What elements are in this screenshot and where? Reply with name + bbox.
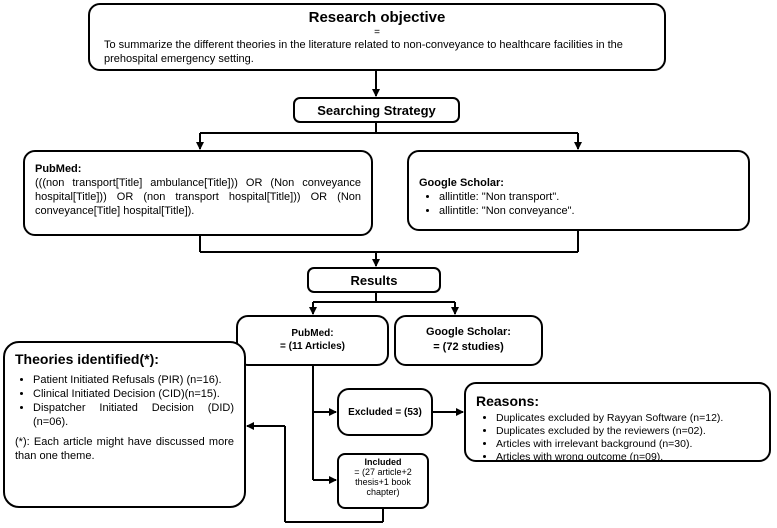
results-title: Results (350, 272, 398, 288)
pubmed-query-text: (((non transport[Title] ambulance[Title]… (35, 177, 361, 217)
reason-item: Duplicates excluded by the reviewers (n=… (496, 425, 759, 438)
pubmed-query-box: PubMed: (((non transport[Title] ambulanc… (23, 150, 373, 236)
scholar-result-value: = (72 studies) (433, 341, 504, 353)
scholar-query-item: allintitle: "Non transport". (439, 190, 738, 204)
theory-item: Dispatcher Initiated Decision (DID) (n=0… (33, 401, 234, 429)
included-box: Included = (27 article+2 thesis+1 book c… (337, 453, 429, 509)
objective-equals: = (374, 27, 380, 38)
searching-strategy-box: Searching Strategy (293, 97, 460, 123)
theory-item: Clinical Initiated Decision (CID)(n=15). (33, 387, 234, 401)
scholar-result-title: Google Scholar: (426, 326, 511, 338)
results-box: Results (307, 267, 441, 293)
included-text: = (27 article+2 thesis+1 book chapter) (354, 467, 412, 497)
theories-identified-box: Theories identified(*): Patient Initiate… (3, 341, 246, 508)
scholar-query-title: Google Scholar: (419, 177, 504, 189)
research-objective-box: Research objective = To summarize the di… (88, 3, 666, 71)
google-scholar-query-box: Google Scholar: allintitle: "Non transpo… (407, 150, 750, 231)
reasons-title: Reasons: (476, 393, 540, 409)
pubmed-result-value: = (11 Articles) (280, 341, 345, 352)
google-scholar-result-box: Google Scholar: = (72 studies) (394, 315, 543, 366)
objective-text: To summarize the different theories in t… (104, 39, 623, 65)
reason-item: Articles with irrelevant background (n=3… (496, 438, 759, 451)
pubmed-result-box: PubMed: = (11 Articles) (236, 315, 389, 366)
included-title: Included (364, 457, 402, 467)
excluded-text: Excluded = (53) (348, 406, 422, 418)
strategy-title: Searching Strategy (317, 102, 436, 118)
pubmed-query-title: PubMed: (35, 163, 82, 175)
reason-item: Duplicates excluded by Rayyan Software (… (496, 412, 759, 425)
theory-item: Patient Initiated Refusals (PIR) (n=16). (33, 373, 234, 387)
scholar-query-item: allintitle: "Non conveyance". (439, 204, 738, 218)
theories-title: Theories identified(*): (15, 351, 159, 367)
objective-title: Research objective (308, 9, 446, 26)
excluded-box: Excluded = (53) (337, 388, 433, 436)
reasons-box: Reasons: Duplicates excluded by Rayyan S… (464, 382, 771, 464)
pubmed-result-title: PubMed: (291, 328, 334, 339)
theories-note: (*): Each article might have discussed m… (15, 436, 234, 462)
reason-item: Articles with wrong outcome (n=09). (496, 451, 759, 464)
